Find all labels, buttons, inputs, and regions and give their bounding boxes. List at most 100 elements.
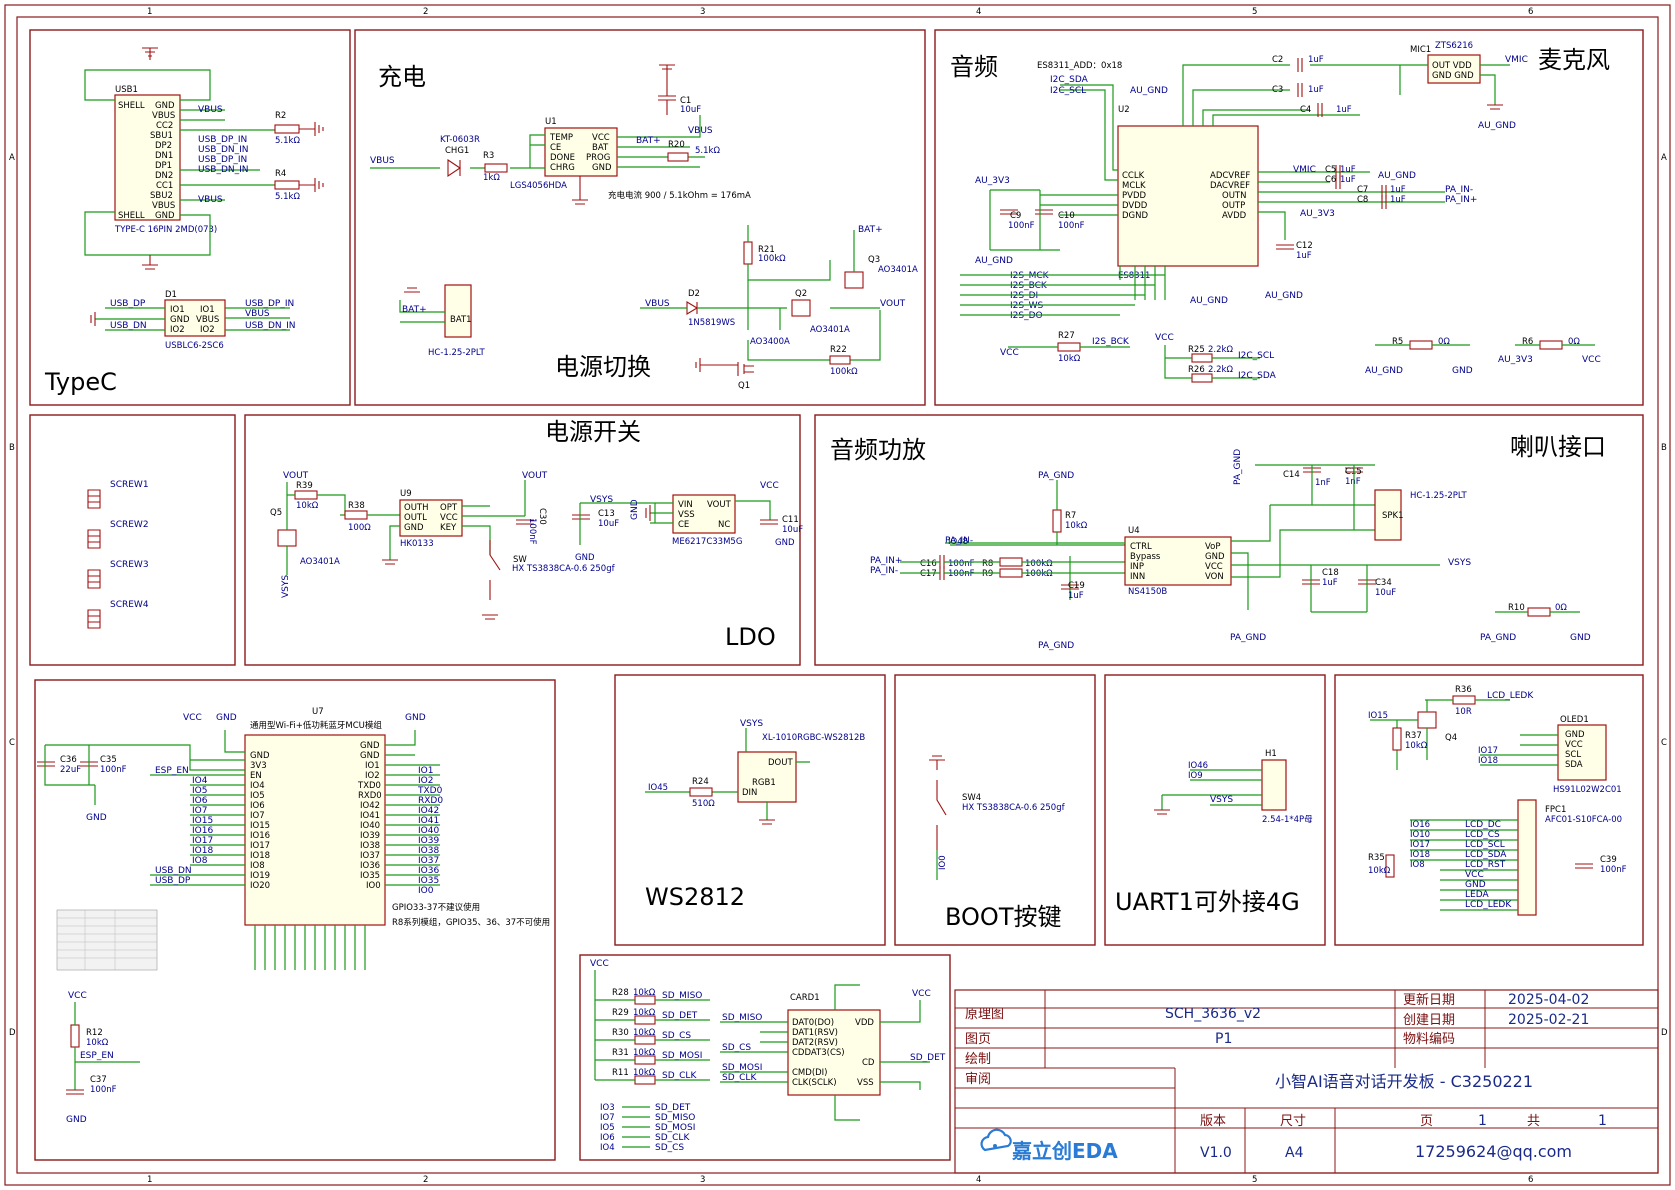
r7-resistor: R7 10kΩ [950,480,1125,546]
svg-text:SBU2: SBU2 [150,191,173,201]
svg-text:VCC: VCC [440,513,458,523]
row-marker: A [9,153,15,163]
tb-page-num: 1 [1478,1113,1487,1129]
svg-text:NC: NC [718,520,730,530]
svg-text:C5: C5 [1325,165,1336,175]
svg-text:2.54-1*4P母: 2.54-1*4P母 [1262,815,1313,825]
net-label: IO9 [1188,771,1203,781]
svg-text:TXD0: TXD0 [417,786,443,796]
svg-text:LCD_DC: LCD_DC [1465,820,1501,830]
r5-resistor: R5 0Ω [1375,337,1470,350]
svg-text:1uF: 1uF [1390,185,1406,195]
block-screws [29,414,236,666]
net-label: VSYS [1448,558,1471,568]
tb-total-word: 共 [1527,1114,1540,1129]
net-label: VCC [183,713,202,723]
block-title-power-switch: 电源切换 [555,353,651,381]
svg-text:Q4: Q4 [1445,733,1457,743]
svg-text:100nF: 100nF [1600,865,1627,875]
svg-text:GND: GND [360,751,380,761]
svg-text:GND: GND [155,101,175,111]
svg-text:C37: C37 [90,1075,107,1085]
svg-text:C12: C12 [1296,241,1313,251]
svg-text:IO10: IO10 [1410,830,1430,840]
net-label: GND [1570,633,1591,643]
svg-text:GND: GND [1205,552,1225,562]
tb-size-label: 尺寸 [1280,1114,1306,1129]
svg-text:100kΩ: 100kΩ [758,254,786,264]
net-label: PA_GND [1480,633,1516,643]
svg-text:IO17: IO17 [250,841,270,851]
net-label: VBUS [198,105,223,115]
svg-text:D2: D2 [688,289,700,299]
q5-mosfet: Q5 AO3401A [270,482,346,575]
col-marker: 6 [1528,7,1533,17]
svg-text:C15: C15 [1345,467,1362,477]
r4-resistor: R4 5.1kΩ [274,169,324,202]
net-label: VBUS [370,156,395,166]
svg-text:100nF: 100nF [527,518,537,545]
net-label: ESP_EN [80,1051,114,1061]
svg-text:1nF: 1nF [1345,477,1361,487]
svg-text:SCL: SCL [1565,750,1581,760]
net-label: USB_DN_IN [198,165,249,175]
tb-total-num: 1 [1598,1113,1607,1129]
chg1-led: KT-0603R CHG1 [440,135,480,178]
svg-text:GND: GND [775,538,795,548]
svg-text:DIN: DIN [742,788,757,798]
svg-text:IO4: IO4 [192,776,208,786]
h1-header: H1 2.54-1*4P母 [1154,749,1313,825]
svg-text:10kΩ: 10kΩ [633,1068,656,1078]
svg-text:0Ω: 0Ω [1568,337,1580,347]
net-label: VBUS [198,195,223,205]
svg-text:GND: GND [360,741,380,751]
net-label: VOUT [522,471,548,481]
svg-text:VCC: VCC [1205,562,1223,572]
svg-text:R36: R36 [1455,685,1472,695]
net-label: VCC [1000,348,1019,358]
net-label: PA_IN- [1445,185,1473,195]
net-label: USB_DN [110,321,147,331]
block-title-speaker: 喇叭接口 [1510,433,1606,461]
svg-text:C10: C10 [1058,211,1075,221]
wire [989,189,1060,251]
svg-text:100kΩ: 100kΩ [830,367,858,377]
outer-frame [4,4,1671,1186]
tb-page-word: 页 [1420,1114,1433,1129]
svg-text:C36: C36 [60,755,77,765]
net-label: USB_DN_IN [245,321,296,331]
svg-text:VSS: VSS [678,510,695,520]
svg-text:R9: R9 [982,569,993,579]
row-marker: D [1661,1028,1668,1038]
net-label: I2S_WS [1010,301,1043,311]
card1-socket: CARD1 DAT0(DO)DAT1(RSV)DAT2(RSV)CDDAT3(C… [720,984,930,1121]
svg-text:R3: R3 [483,151,494,161]
block-sdcard [579,954,951,1161]
svg-text:OLED1: OLED1 [1560,715,1589,725]
svg-text:R37: R37 [1405,731,1422,741]
svg-text:R20: R20 [668,140,685,150]
net-label: AU_GND [1190,296,1228,306]
svg-text:R26: R26 [1188,365,1205,375]
svg-text:IO2: IO2 [418,776,433,786]
svg-text:ME6217C33M5G: ME6217C33M5G [672,537,742,547]
net-label: GND [66,1115,87,1125]
d2-diode: D2 1N5819WS [640,280,881,361]
svg-text:100Ω: 100Ω [348,523,371,533]
svg-text:OUTH: OUTH [404,503,429,513]
svg-text:LCD_CS: LCD_CS [1465,830,1500,840]
u7-mcu-module: GND3V3ENIO4IO5IO6IO7IO15IO16IO17IO18IO8I… [45,730,440,970]
svg-text:SPK1: SPK1 [1382,511,1404,521]
svg-text:IO37: IO37 [418,856,439,866]
net-label: IO15 [1368,711,1388,721]
svg-text:NS4150B: NS4150B [1128,587,1167,597]
q1-mosfet: Q1 AO3400A [737,337,790,391]
svg-text:HK0133: HK0133 [400,539,434,549]
svg-text:IO39: IO39 [418,836,439,846]
tb-version-label: 版本 [1200,1114,1226,1129]
wire [1255,464,1375,530]
svg-text:100nF: 100nF [948,569,975,579]
